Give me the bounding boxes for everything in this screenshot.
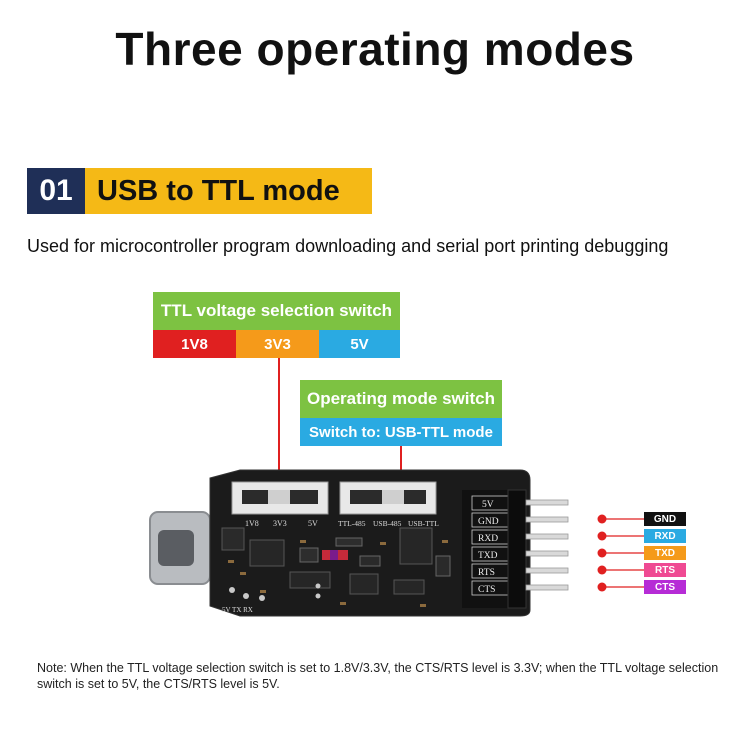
silk-5v: 5V — [308, 519, 318, 528]
voltage-switch-knob — [268, 490, 290, 504]
silk-pin-cts: CTS — [478, 585, 495, 595]
pin-label-gnd: GND — [644, 512, 686, 526]
usb-c-port — [158, 530, 194, 566]
silk-pin-rts: RTS — [478, 568, 495, 578]
silk-1v8: 1V8 — [245, 519, 259, 528]
page-title: Three operating modes — [115, 23, 635, 75]
pin-label-txd: TXD — [644, 546, 686, 560]
silk-pin-gnd: GND — [478, 517, 499, 527]
pin-callout-dots — [597, 514, 607, 592]
operating-mode-switch-label: Operating mode switch — [300, 380, 502, 418]
pin-label-cts: CTS — [644, 580, 686, 594]
silk-pin-txd: TXD — [478, 551, 498, 561]
mode-switch-knob — [382, 490, 404, 504]
operating-mode-value: Switch to: USB-TTL mode — [300, 418, 502, 446]
chip-main — [399, 527, 433, 565]
mode-title: USB to TTL mode — [85, 168, 372, 214]
silk-ttl-485: TTL-485 — [338, 519, 366, 528]
voltage-option-1v8: 1V8 — [153, 330, 236, 358]
mode-number-badge: 01 — [27, 168, 85, 214]
voltage-option-5v: 5V — [319, 330, 400, 358]
silk-usb-ttl: USB-TTL — [408, 519, 439, 528]
footnote: Note: When the TTL voltage selection swi… — [37, 661, 719, 691]
silk-usb-485: USB-485 — [373, 519, 402, 528]
silk-3v3: 3V3 — [273, 519, 287, 528]
pin-label-rts: RTS — [644, 563, 686, 577]
chip-a — [249, 539, 285, 567]
header-pins — [525, 499, 569, 591]
voltage-option-3v3: 3V3 — [236, 330, 319, 358]
ttl-voltage-switch-label: TTL voltage selection switch — [153, 292, 400, 330]
mode-description: Used for microcontroller program downloa… — [27, 236, 669, 256]
silk-pin-rxd: RXD — [478, 534, 498, 544]
silk-leds: 5V TX RX — [222, 606, 253, 614]
silk-pin-5v: 5V — [482, 500, 494, 510]
pin-label-rxd: RXD — [644, 529, 686, 543]
